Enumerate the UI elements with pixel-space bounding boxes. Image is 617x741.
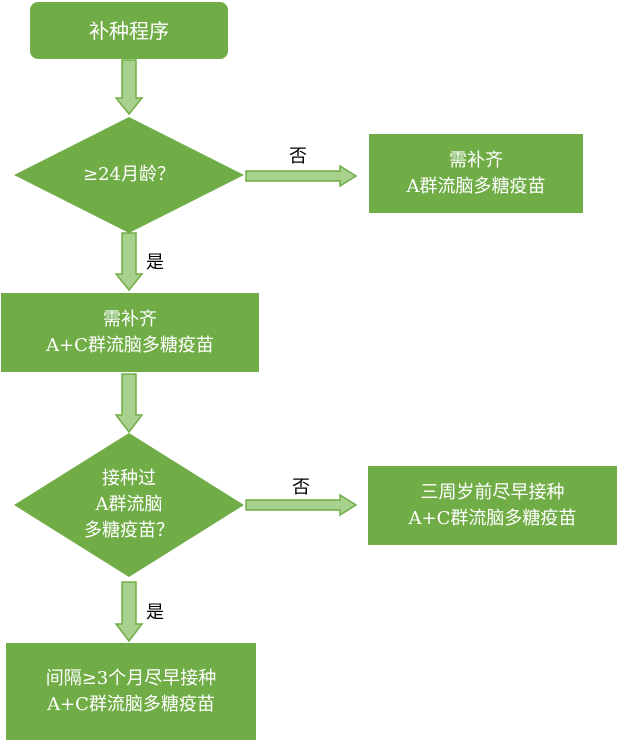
action-no1-line2: A群流脑多糖疫苗 <box>406 175 546 197</box>
decision2-line3: 多糖疫苗？ <box>84 520 174 541</box>
action-no2-node: 三周岁前尽早接种 A+C群流脑多糖疫苗 <box>368 466 617 545</box>
edge-label-yes-1: 是 <box>146 252 164 273</box>
arrow-decision2-yes <box>114 581 144 643</box>
action-yes2-line1: 间隔≥3个月尽早接种 <box>45 667 217 689</box>
decision2-label: 接种过 A群流脑 多糖疫苗？ <box>54 466 204 544</box>
arrow-action-yes1-to-decision2 <box>114 373 144 434</box>
action-yes1-node: 需补齐 A+C群流脑多糖疫苗 <box>1 293 259 372</box>
arrow-decision1-no <box>245 164 358 188</box>
decision2-line2: A群流脑 <box>95 494 163 515</box>
decision1-label: ≥24月龄？ <box>44 162 214 188</box>
decision1-diamond <box>14 117 244 233</box>
start-node: 补种程序 <box>30 2 228 59</box>
edge-label-yes-2: 是 <box>146 602 164 623</box>
decision1-text: ≥24月龄？ <box>83 164 175 185</box>
action-no2-line1: 三周岁前尽早接种 <box>420 481 565 503</box>
action-no1-line1: 需补齐 <box>449 149 503 171</box>
start-node-label: 补种程序 <box>89 18 169 43</box>
decision2-diamond <box>14 433 244 577</box>
action-yes1-line2: A+C群流脑多糖疫苗 <box>46 334 214 356</box>
arrow-decision2-no <box>245 493 358 517</box>
action-yes2-line2: A+C群流脑多糖疫苗 <box>47 693 215 715</box>
action-no2-line2: A+C群流脑多糖疫苗 <box>408 507 577 529</box>
arrow-decision1-yes <box>114 232 144 292</box>
action-no1-node: 需补齐 A群流脑多糖疫苗 <box>369 134 583 213</box>
arrow-start-to-decision1 <box>114 59 144 116</box>
edge-label-no-1: 否 <box>289 146 307 167</box>
edge-label-no-2: 否 <box>292 477 310 498</box>
action-yes2-node: 间隔≥3个月尽早接种 A+C群流脑多糖疫苗 <box>6 643 256 740</box>
decision2-line1: 接种过 <box>102 468 156 489</box>
action-yes1-line1: 需补齐 <box>103 308 157 330</box>
